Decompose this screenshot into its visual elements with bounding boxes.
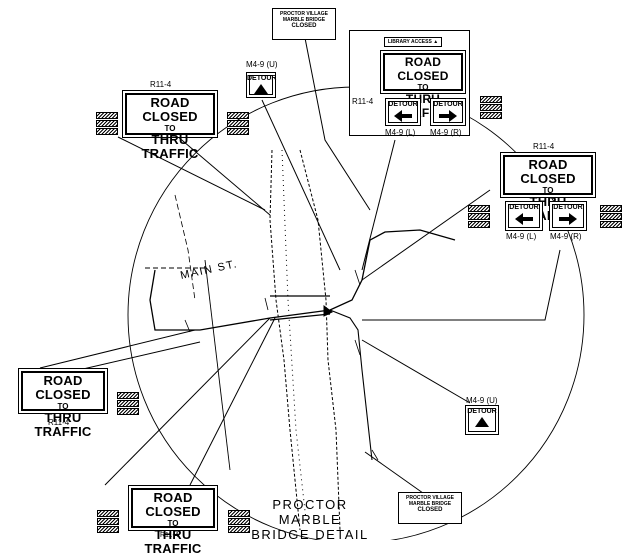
detour-sign-left: DETOUR [505,201,543,231]
barricade [117,408,139,415]
sign-code-m4-9-l: M4-9 (L) [385,128,416,137]
barricade [96,120,118,127]
barricade [96,128,118,135]
barricade [600,213,622,220]
proctor-village-sign: PROCTOR VILLAGE MARBLE BRIDGE CLOSED [272,8,336,40]
proctor-village-sign: PROCTOR VILLAGE MARBLE BRIDGE CLOSED [398,492,462,524]
sign-code-r11-4: R11-4 [352,97,374,106]
sign-line-1: PROCTOR VILLAGE [280,11,328,17]
detour-plan-drawing: MAIN ST. R11-4 ROAD CLOSED TO THRU TRAFF… [18,8,622,556]
barricade [228,518,250,525]
barricade [600,205,622,212]
detour-label: DETOUR [433,101,463,108]
arrow-left-icon [515,213,533,225]
sign-line-1: ROAD CLOSED [35,373,91,402]
barricade [97,510,119,517]
caption-line-2: BRIDGE DETAIL [251,527,369,542]
barricade [117,400,139,407]
sign-code-m4-9-u: M4-9 (U) [466,396,498,405]
sign-line-2: TO [164,124,176,133]
sign-code-m4-9-l: M4-9 (L) [506,232,537,241]
detour-label: DETOUR [247,75,277,82]
east-road [329,309,373,461]
barricade [117,392,139,399]
barricade [227,112,249,119]
road-closed-sign: ROAD CLOSED TO THRU TRAFFIC [380,50,466,120]
main-street [149,229,456,331]
detour-sign-right: DETOUR [430,98,466,126]
sign-line: LIBRARY ACCESS [387,39,432,45]
library-access-sign: LIBRARY ACCESS ▲ [384,37,442,47]
road-closed-sign: ROAD CLOSED TO THRU TRAFFIC [122,90,218,161]
barricade [468,205,490,212]
arrow-right-icon [439,110,457,122]
barricade [228,526,250,533]
barricade [96,112,118,119]
river-west-bank [269,149,301,531]
barricade [227,120,249,127]
barricade [97,518,119,525]
barricade [227,128,249,135]
detour-sign-right: DETOUR [549,201,587,231]
sign-line-2: TO [542,186,554,195]
drawing-caption: PROCTOR MARBLE BRIDGE DETAIL [240,497,380,542]
river-center [281,149,307,521]
sign-line-1: ROAD CLOSED [145,490,201,519]
plan-linework [39,37,585,540]
sign-line-2: TO [167,519,179,528]
barricade [468,213,490,220]
dashed-road [174,194,196,301]
arrow-left-icon [394,110,412,122]
sign-line-3: CLOSED [417,507,443,513]
detour-label: DETOUR [509,204,539,211]
west-road [204,259,231,471]
detour-label: DETOUR [467,408,497,415]
arrow-up-icon [475,417,489,427]
detour-label: DETOUR [388,101,418,108]
barricade [97,526,119,533]
sign-line-1: PROCTOR VILLAGE [406,495,454,501]
sign-code-r11-4: R11-4 [160,532,179,539]
sign-line-2: MARBLE BRIDGE [282,17,326,23]
barricade [480,112,502,119]
barricade [600,221,622,228]
sign-code-r11-4: R11-4 [48,418,70,427]
road-closed-sign: ROAD CLOSED TO THRU TRAFFIC [18,368,108,439]
detour-sign-left: DETOUR [385,98,421,126]
sign-code-r11-4: R11-4 [150,80,172,89]
sign-line-3: CLOSED [291,23,317,29]
sign-line-2: TO [57,402,69,411]
barricade [468,221,490,228]
barricade [480,104,502,111]
sign-code-r11-4: R11-4 [533,142,555,151]
detour-sign-up: DETOUR [246,72,276,98]
sign-line-2: MARBLE BRIDGE [408,501,452,507]
sign-line-1: ROAD CLOSED [397,55,449,83]
sign-line-1: ROAD CLOSED [520,157,576,186]
sign-line-3: THRU TRAFFIC [34,410,92,439]
sign-line-3: THRU TRAFFIC [141,132,199,161]
caption-line-1: PROCTOR MARBLE [272,497,348,527]
barricade [228,510,250,517]
river-east-bank [299,149,341,531]
road-closed-sign: ROAD CLOSED TO THRU TRAFFIC [500,152,596,223]
sign-code-m4-9-u: M4-9 (U) [246,60,278,69]
bridge-marker [323,305,333,317]
sign-line-2: TO [417,83,429,92]
detour-sign-up: DETOUR [465,405,499,435]
bridge [269,295,331,321]
sign-code-m4-9-r: M4-9 (R) [550,232,582,241]
detour-label: DETOUR [553,204,583,211]
arrow-right-icon [559,213,577,225]
arrow-up-icon [254,84,268,94]
barricade [480,96,502,103]
sign-code-m4-9-r: M4-9 (R) [430,128,462,137]
road-closed-sign: ROAD CLOSED TO THRU TRAFFIC [128,485,218,556]
sign-line-1: ROAD CLOSED [142,95,198,124]
